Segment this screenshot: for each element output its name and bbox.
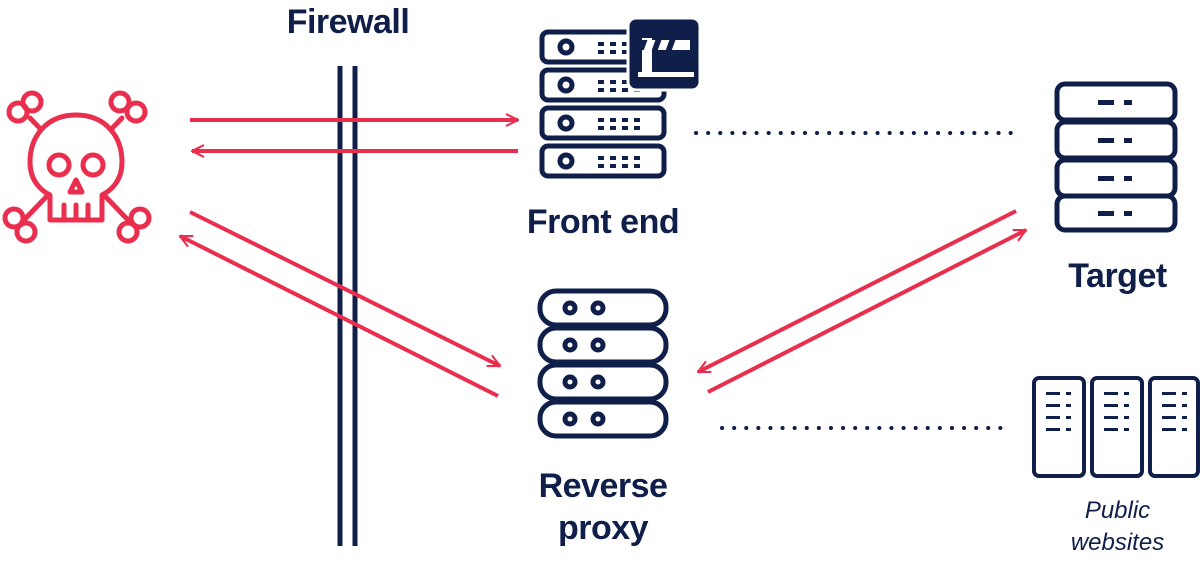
firewall-wall [337,66,358,546]
public-websites-label-line2: websites [1070,529,1165,556]
public-websites-servers-icon [1032,376,1200,478]
attacker-to-proxy-arrow [189,210,502,368]
reverse-proxy-server-icon [537,288,669,439]
proxy-to-attacker-arrow [178,234,499,398]
proxy-to-target-arrow [707,228,1028,394]
target-to-proxy-arrow [696,209,1017,374]
skull-crossbones-icon [2,90,152,244]
reverse-proxy-label-line1: Reverse [538,467,668,505]
barrier-gate-icon [626,16,702,92]
front-end-label: Front end [526,203,680,241]
target-server-icon [1054,81,1178,233]
target-label: Target [1068,257,1167,295]
public-websites-label-line1: Public [1084,497,1151,524]
firewall-label: Firewall [286,3,410,41]
reverse-proxy-label-line2: proxy [557,509,649,547]
front-end-server-icon [539,29,667,179]
